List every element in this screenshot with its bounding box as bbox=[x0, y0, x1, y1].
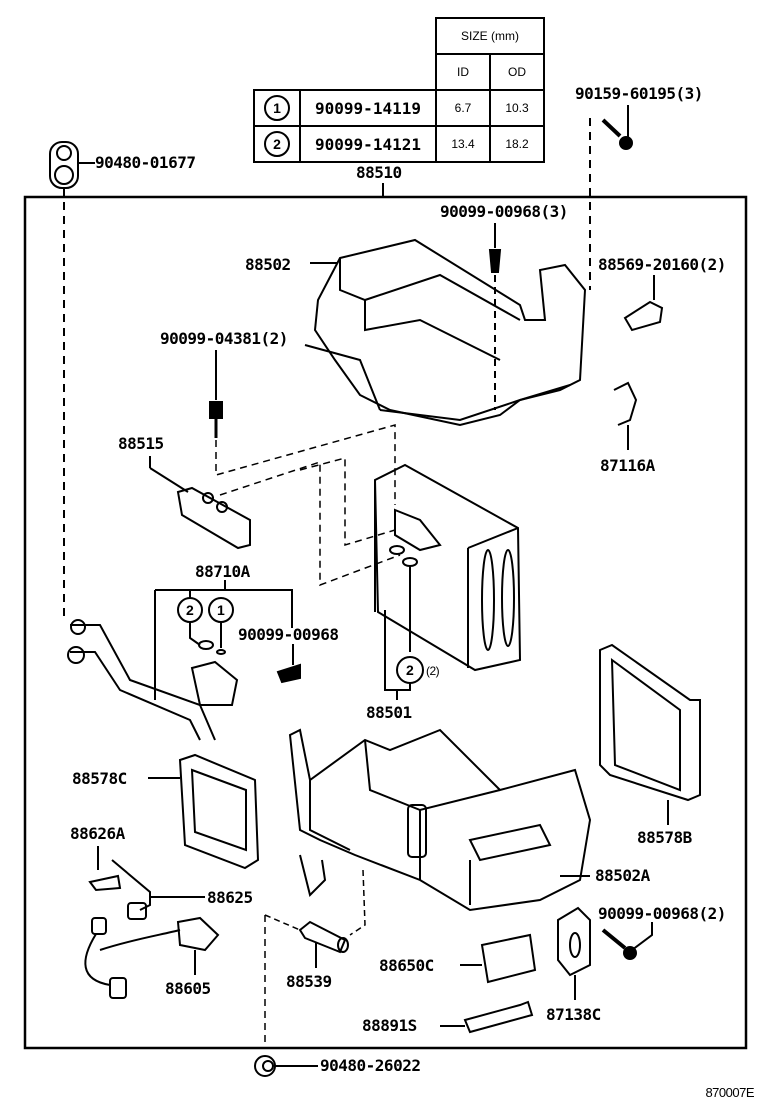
thermistor-icon bbox=[88, 846, 205, 920]
part-label-88502: 88502 bbox=[245, 255, 291, 274]
part-label-90099-00968-3: 90099-00968(3) bbox=[440, 202, 568, 221]
part-label-88539: 88539 bbox=[286, 972, 332, 991]
o-ring-callout bbox=[384, 610, 424, 700]
size-table-row: 1 90099-14119 6.7 10.3 bbox=[253, 89, 545, 127]
ring-2-callout: 2 bbox=[186, 602, 194, 618]
ring-2-evap-callout: 2 bbox=[406, 662, 414, 678]
part-label-90099-00968: 90099-00968 bbox=[238, 625, 339, 644]
part-label-88605: 88605 bbox=[165, 979, 211, 998]
dash-guide bbox=[219, 460, 401, 587]
inner-diameter: 6.7 bbox=[435, 89, 491, 127]
seal-frame-icon bbox=[599, 643, 701, 825]
evaporator-icon bbox=[373, 463, 522, 672]
wire-harness-icon bbox=[84, 916, 220, 999]
ref-circle: 2 bbox=[264, 131, 290, 157]
dash-guide bbox=[299, 457, 396, 547]
bolt-icon bbox=[209, 350, 223, 438]
refrigerant-tube-icon bbox=[67, 580, 293, 741]
bolt-icon bbox=[276, 644, 301, 684]
resistor-block-icon bbox=[460, 933, 537, 984]
part-label-88626A: 88626A bbox=[70, 824, 125, 843]
expansion-valve-icon bbox=[149, 456, 251, 550]
part-label-87116A: 87116A bbox=[600, 456, 655, 475]
assembly-frame bbox=[23, 195, 748, 1050]
dash-guide bbox=[215, 424, 396, 505]
assembly-label-88510: 88510 bbox=[356, 163, 402, 182]
part-label-90159-60195: 90159-60195(3) bbox=[575, 84, 703, 103]
grommet-icon bbox=[49, 141, 90, 189]
size-table-row: 2 90099-14121 13.4 18.2 bbox=[253, 125, 545, 163]
part-label-90099-00968-2: 90099-00968(2) bbox=[598, 904, 726, 923]
part-label-88891S: 88891S bbox=[362, 1016, 417, 1035]
retainer-clip-icon bbox=[440, 1000, 534, 1034]
part-label-88578C: 88578C bbox=[72, 769, 127, 788]
dash-guide bbox=[264, 914, 301, 931]
ring-1-callout: 1 bbox=[217, 602, 225, 618]
grommet-icon bbox=[254, 1055, 318, 1077]
clamp-icon bbox=[613, 381, 638, 450]
drawing-code: 870007E bbox=[705, 1085, 754, 1100]
part-label-88569-20160: 88569-20160(2) bbox=[598, 255, 726, 274]
part-label-88515: 88515 bbox=[118, 434, 164, 453]
sensor-plug-icon bbox=[298, 920, 349, 968]
size-col-id: ID bbox=[435, 53, 491, 91]
part-label-88710A: 88710A bbox=[195, 562, 250, 581]
part-label-88502A: 88502A bbox=[595, 866, 650, 885]
size-table: SIZE (mm) ID OD 1 90099-14119 6.7 10.3 2… bbox=[253, 17, 545, 163]
screw-icon bbox=[601, 105, 633, 150]
ring-2-qty: (2) bbox=[426, 664, 440, 678]
part-label-87138C: 87138C bbox=[546, 1005, 601, 1024]
part-label-90480-01677: 90480-01677 bbox=[95, 153, 196, 172]
part-label-90099-04381: 90099-04381(2) bbox=[160, 329, 288, 348]
part-label-88501: 88501 bbox=[366, 703, 412, 722]
upper-case-icon bbox=[304, 238, 587, 427]
screw-icon bbox=[488, 223, 502, 410]
dash-guide bbox=[349, 869, 366, 936]
seal-frame-icon bbox=[148, 753, 260, 870]
size-col-od: OD bbox=[489, 53, 545, 91]
outer-diameter: 18.2 bbox=[489, 125, 545, 163]
part-label-90480-26022: 90480-26022 bbox=[320, 1056, 421, 1075]
ref-circle: 1 bbox=[264, 95, 290, 121]
part-number: 90099-14119 bbox=[299, 89, 437, 127]
bracket-icon bbox=[557, 906, 591, 1000]
part-label-88650C: 88650C bbox=[379, 956, 434, 975]
size-table-header: SIZE (mm) bbox=[435, 17, 545, 55]
outer-diameter: 10.3 bbox=[489, 89, 545, 127]
clip-icon bbox=[623, 275, 664, 332]
lower-case-icon bbox=[288, 728, 592, 912]
part-number: 90099-14121 bbox=[299, 125, 437, 163]
part-label-88625: 88625 bbox=[207, 888, 253, 907]
screw-icon bbox=[601, 922, 653, 960]
inner-diameter: 13.4 bbox=[435, 125, 491, 163]
part-label-88578B: 88578B bbox=[637, 828, 692, 847]
